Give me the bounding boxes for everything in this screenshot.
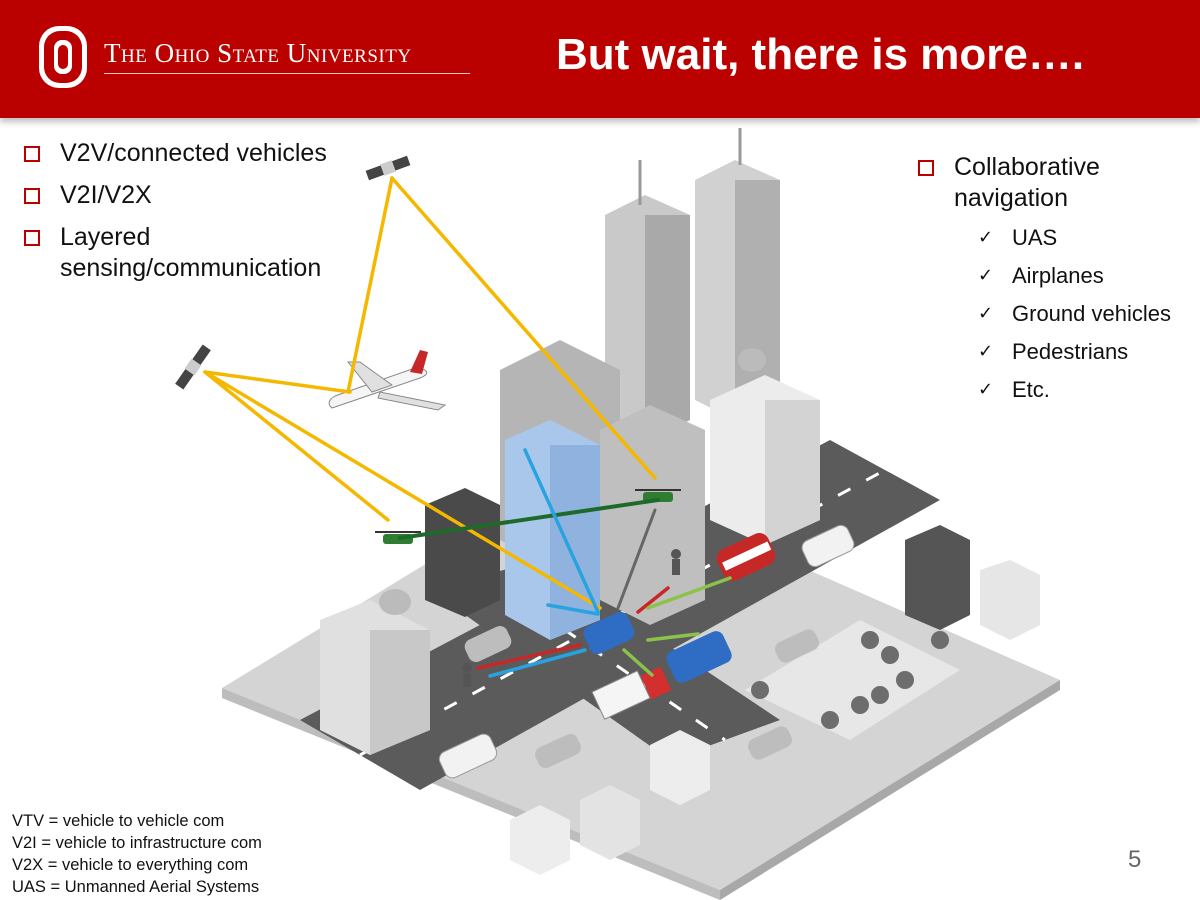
left-bullet-list: V2V/connected vehicles V2I/V2X Layered s…: [22, 138, 362, 295]
red-van: [716, 533, 776, 581]
smart-city-illustration: [175, 128, 1060, 900]
slide-title: But wait, there is more….: [556, 30, 1085, 79]
white-van: [801, 524, 855, 568]
block-o-logo-icon: [39, 26, 87, 88]
bullet-v2v: V2V/connected vehicles: [22, 138, 362, 169]
airplane-icon: [328, 350, 447, 411]
checkbox-bullet-icon: [24, 146, 40, 162]
satellite-dish-icon: [738, 348, 766, 372]
truck: [591, 666, 672, 720]
satellite-icon: [175, 344, 211, 390]
checkmark-icon: ✓: [978, 265, 994, 286]
university-underline: [104, 73, 470, 74]
gray-car: [535, 733, 581, 769]
gray-car: [748, 726, 792, 760]
checkmark-icon: ✓: [978, 341, 994, 362]
house: [510, 805, 570, 875]
blue-car: [583, 611, 635, 655]
list-item: ✓ UAS: [978, 225, 1058, 250]
list-item: ✓ Airplanes: [978, 263, 1104, 288]
park: [745, 620, 960, 740]
page-number: 5: [1128, 846, 1142, 873]
checkbox-bullet-icon: [24, 230, 40, 246]
list-item: ✓ Ground vehicles: [978, 301, 1171, 326]
checkbox-bullet-icon: [24, 188, 40, 204]
bullet-v2i: V2I/V2X: [22, 180, 362, 211]
blue-van: [666, 631, 732, 683]
white-bus: [438, 733, 498, 779]
house: [650, 730, 710, 805]
footnote-line: VTV = vehicle to vehicle com: [12, 812, 225, 830]
satellite-icon: [365, 155, 411, 181]
acronym-footnotes: VTV = vehicle to vehicle com V2I = vehic…: [12, 810, 262, 898]
list-item: ✓ Pedestrians: [978, 339, 1129, 364]
dark-building: [425, 488, 500, 617]
checkmark-icon: ✓: [978, 379, 994, 400]
footnote-line: UAS = Unmanned Aerial Systems: [12, 878, 260, 896]
pedestrian-icon: [462, 663, 472, 673]
shop-building: [980, 560, 1040, 640]
bullet-layered-sensing: Layered sensing/communication: [22, 222, 362, 284]
university-name: The Ohio State University: [104, 38, 412, 68]
gray-car: [775, 629, 819, 663]
house: [580, 785, 640, 860]
navigation-sublist: ✓ UAS ✓ Airplanes ✓ Ground vehicles ✓ Pe…: [978, 225, 1196, 403]
right-brick-building: [905, 525, 970, 630]
gray-car: [464, 626, 512, 662]
tower-left: [605, 160, 690, 440]
slide-header: The Ohio State University But wait, ther…: [0, 0, 1200, 118]
satellite-dish-icon: [379, 589, 411, 615]
checkmark-icon: ✓: [978, 227, 994, 248]
checkmark-icon: ✓: [978, 303, 994, 324]
footnote-line: V2I = vehicle to infrastructure com: [12, 834, 262, 852]
bullet-collaborative-navigation: Collaborative navigation: [916, 152, 1154, 214]
pedestrian-icon: [671, 549, 681, 559]
footnote-line: V2X = vehicle to everything com: [12, 856, 249, 874]
right-bullet-list: Collaborative navigation ✓ UAS ✓ Airplan…: [916, 152, 1196, 415]
checkbox-bullet-icon: [918, 160, 934, 176]
list-item: ✓ Etc.: [978, 377, 1050, 402]
